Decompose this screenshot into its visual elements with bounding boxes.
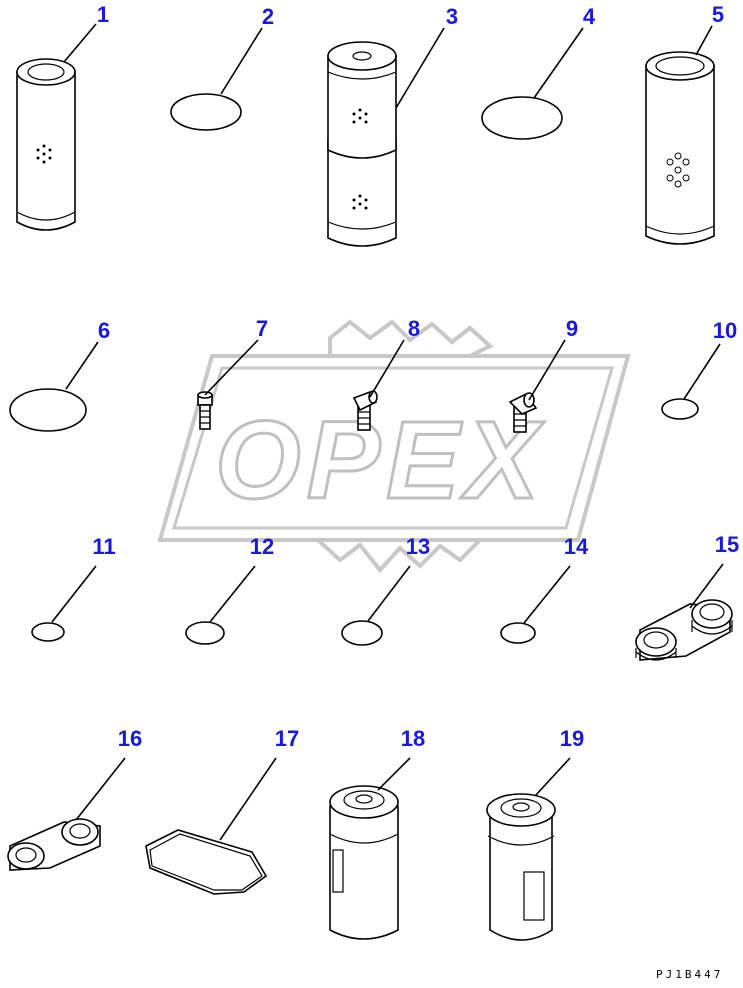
opex-watermark: OPEX: [157, 319, 631, 574]
callout-8: 8: [408, 316, 420, 341]
filter-element-3: [327, 41, 397, 247]
callout-6: 6: [98, 318, 110, 343]
filter-wrench-16: [7, 818, 101, 871]
watermark-text: OPEX: [215, 399, 545, 522]
o-ring-13: [341, 620, 383, 646]
callout-16: 16: [118, 726, 142, 751]
callout-10: 10: [713, 318, 737, 343]
callout-11: 11: [92, 534, 115, 559]
gasket-sheet-17: [145, 829, 268, 895]
spin-on-filter-18: [329, 785, 399, 940]
callout-3: 3: [446, 4, 458, 29]
o-ring-10: [661, 398, 699, 420]
callout-4: 4: [583, 4, 596, 29]
callout-7: 7: [256, 316, 268, 341]
callout-13: 13: [406, 534, 430, 559]
callout-1: 1: [97, 2, 109, 27]
callout-12: 12: [250, 534, 274, 559]
filter-element-1: [16, 58, 76, 231]
filter-wrench-15: [635, 599, 733, 661]
callout-2: 2: [262, 4, 274, 29]
o-ring-6: [9, 388, 87, 432]
callout-19: 19: [560, 726, 584, 751]
leader-lines: [51, 23, 724, 841]
o-ring-4: [481, 96, 563, 140]
o-ring-2: [170, 93, 242, 131]
o-ring-11: [31, 622, 65, 642]
grease-fitting-7: [197, 391, 213, 430]
callout-14: 14: [564, 534, 589, 559]
callout-17: 17: [275, 726, 299, 751]
callout-18: 18: [401, 726, 425, 751]
o-ring-14: [500, 622, 536, 644]
filter-element-5: [645, 51, 715, 245]
callout-5: 5: [712, 2, 724, 27]
callout-9: 9: [566, 316, 578, 341]
callout-15: 15: [715, 532, 739, 557]
o-ring-12: [185, 621, 225, 645]
callout-numbers: 1 2 3 4 5 6 7 8 9 10 11 12 13 14 15 16 1…: [92, 2, 739, 751]
drawing-code: PJ1B447: [656, 968, 723, 981]
spin-on-filter-19: [486, 793, 556, 941]
